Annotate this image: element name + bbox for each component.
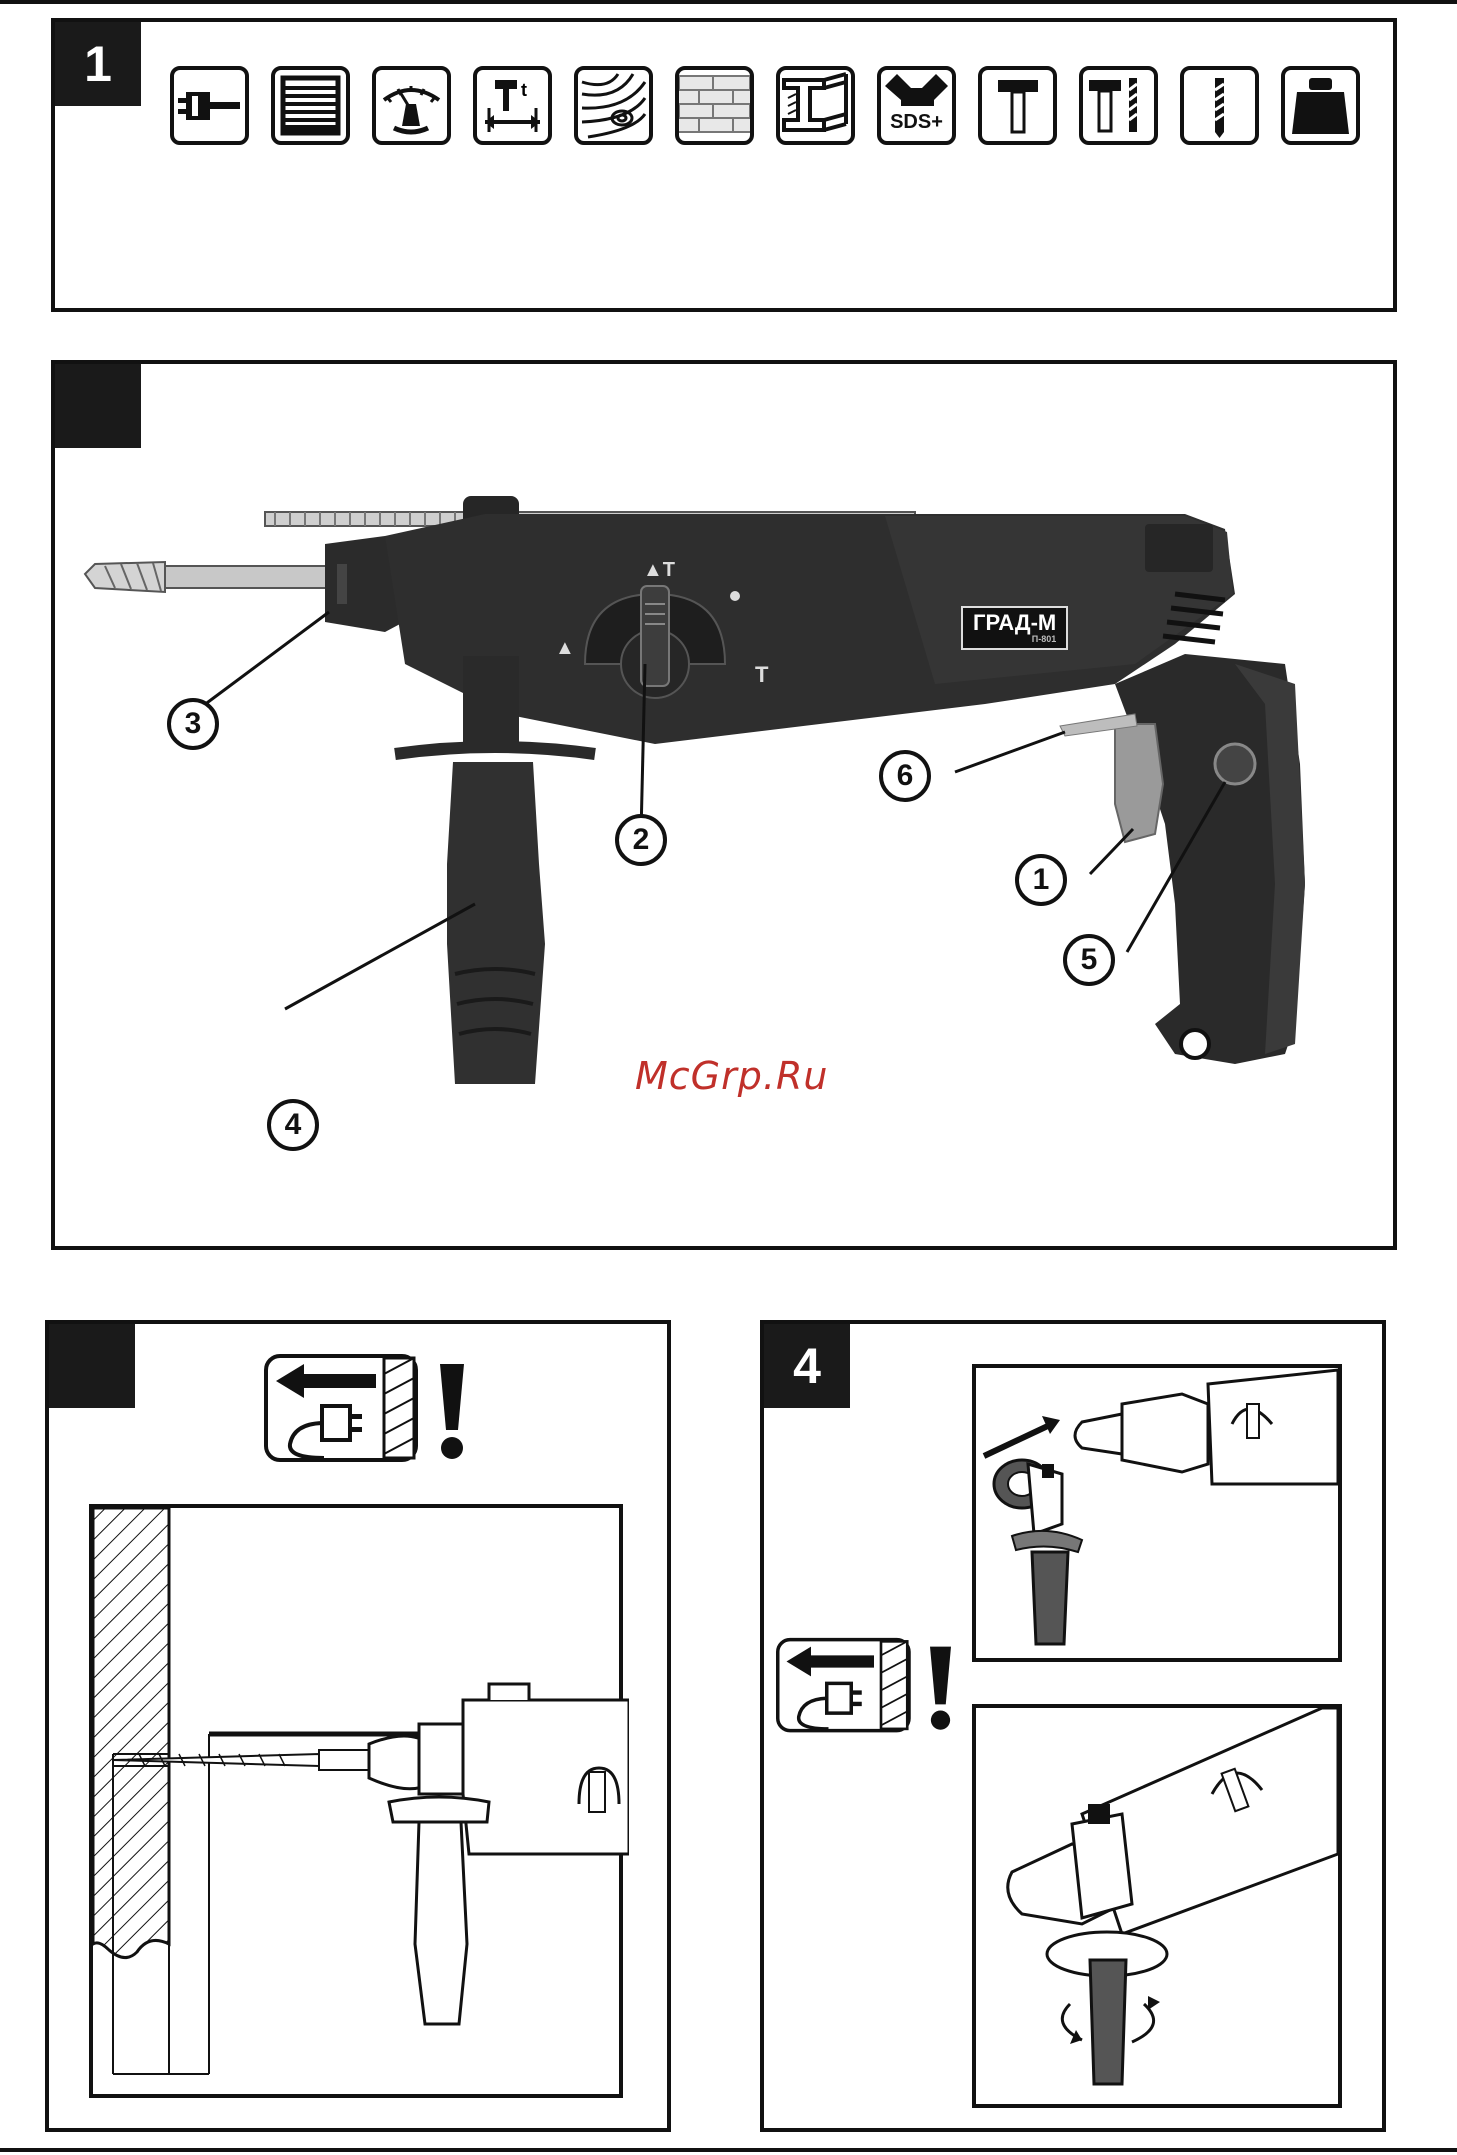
depth-stop-diagram: [89, 1504, 629, 2104]
callout-2: 2: [615, 814, 667, 866]
panel-number: 1: [55, 22, 141, 106]
brick-icon: [675, 66, 754, 145]
wood-icon: [574, 66, 653, 145]
sds-plus-icon: SDS+: [877, 66, 956, 145]
steel-beam-icon: [776, 66, 855, 145]
panel-2-tool-overview: ▲T ▲ T ГРАД-М П-801 3 2 4: [51, 360, 1397, 1250]
sds-plus-label: SDS+: [881, 110, 952, 134]
spec-icon-row: t SDS+: [170, 66, 1360, 145]
impact-energy-icon: t: [473, 66, 552, 145]
panel-1-specifications: 1 t SDS+: [51, 18, 1397, 312]
unplug-warning-icon: [776, 1636, 986, 1736]
svg-text:t: t: [521, 80, 527, 100]
callout-1: 1: [1015, 854, 1067, 906]
panel-3-depth-stop: [45, 1320, 671, 2132]
handle-slide-on-diagram: [972, 1364, 1344, 1664]
bottom-rule: [0, 2148, 1457, 2152]
callout-leaders: [55, 364, 1393, 1246]
panel-4-handle-mounting: 4: [760, 1320, 1386, 2132]
plug-icon: [170, 66, 249, 145]
panel-number: [49, 1324, 135, 1408]
hammer-mode-icon: [978, 66, 1057, 145]
panel-number: 4: [764, 1324, 850, 1408]
watermark: McGrp.Ru: [635, 1054, 828, 1098]
speed-gauge-icon: [372, 66, 451, 145]
weight-icon: [1281, 66, 1360, 145]
drill-mode-icon: [1180, 66, 1259, 145]
callout-3: 3: [167, 698, 219, 750]
callout-5: 5: [1063, 934, 1115, 986]
callout-6: 6: [879, 750, 931, 802]
callout-4: 4: [267, 1099, 319, 1151]
hammer-drill-mode-icon: [1079, 66, 1158, 145]
motor-icon: [271, 66, 350, 145]
top-rule: [0, 0, 1457, 4]
unplug-warning-icon: [264, 1354, 504, 1464]
handle-clamp-rotate-diagram: [972, 1704, 1344, 2114]
